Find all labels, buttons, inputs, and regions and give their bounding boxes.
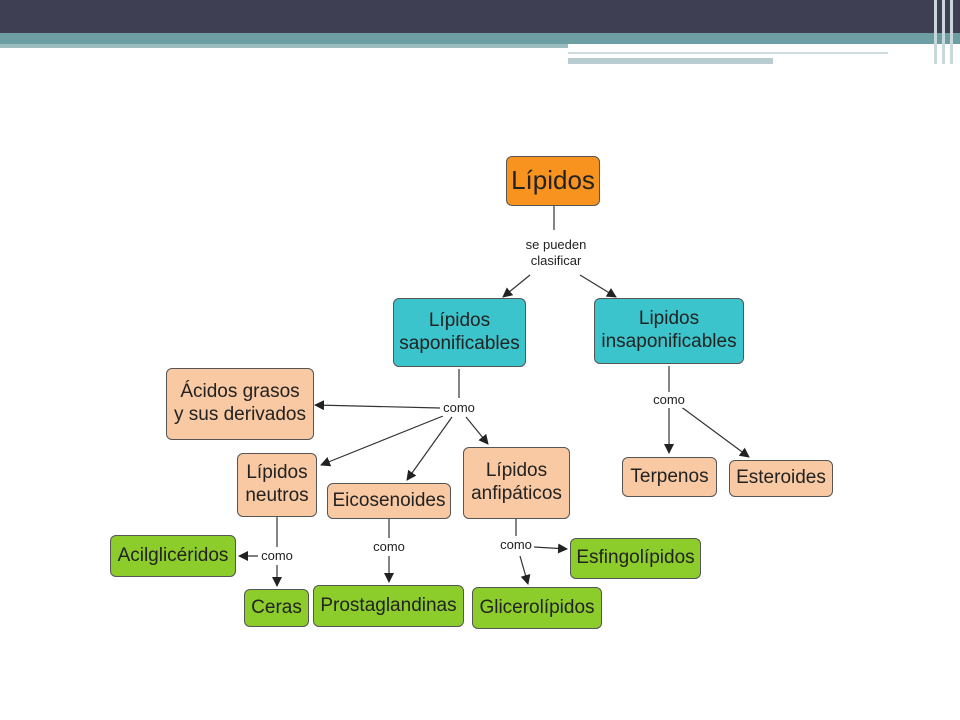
- node-ceras: Ceras: [244, 589, 309, 627]
- node-acilgliceridos: Acilglicéridos: [110, 535, 236, 577]
- node-eicosenoides: Eicosenoides: [327, 483, 451, 519]
- connector-arrow: [533, 543, 568, 554]
- node-esfingolipidos: Esfingolípidos: [570, 538, 701, 579]
- connector-arrow: [679, 405, 750, 458]
- slide-header-line: [568, 58, 773, 64]
- node-lipidos-saponificables: Lípidos saponificables: [393, 298, 526, 367]
- connector-arrow: [519, 555, 531, 585]
- node-acidos-grasos: Ácidos grasos y sus derivados: [166, 368, 314, 440]
- connector-arrow: [579, 274, 617, 298]
- node-glicerolipidos: Glicerolípidos: [472, 587, 602, 629]
- connector-arrow: [320, 415, 444, 467]
- connector-arrow: [314, 400, 441, 411]
- node-prostaglandinas: Prostaglandinas: [313, 585, 464, 627]
- link-label-classify: se pueden clasificar: [523, 236, 589, 270]
- slide-header-bar: [0, 0, 960, 33]
- slide-header-accent: [0, 33, 960, 44]
- link-label-como: como: [441, 399, 477, 417]
- node-terpenos: Terpenos: [622, 457, 717, 497]
- link-label-como: como: [498, 536, 534, 554]
- link-label-como: como: [371, 538, 407, 556]
- node-lipidos-insaponificables: Lipidos insaponificables: [594, 298, 744, 364]
- connector-arrow: [465, 416, 489, 445]
- connector-arrow: [406, 416, 453, 481]
- node-lipidos-neutros: Lípidos neutros: [237, 453, 317, 517]
- node-esteroides: Esteroides: [729, 460, 833, 497]
- connector-arrow: [502, 274, 531, 298]
- slide-header-rule: [934, 0, 937, 64]
- slide-header-accent-thin: [0, 44, 568, 48]
- slide-header-line: [568, 52, 888, 54]
- node-lipidos: Lípidos: [506, 156, 600, 206]
- node-lipidos-anfipaticos: Lípidos anfipáticos: [463, 447, 570, 519]
- slide-header-rule: [942, 0, 945, 64]
- link-label-como: como: [651, 391, 687, 409]
- slide-header-rule: [950, 0, 953, 64]
- link-label-como: como: [259, 547, 295, 565]
